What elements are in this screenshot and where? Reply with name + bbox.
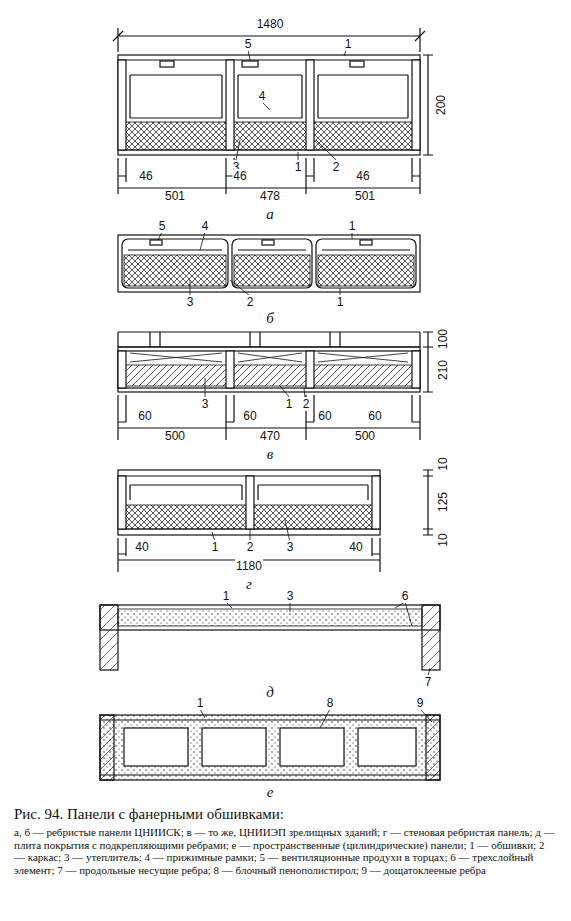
callout-number: 1 — [344, 37, 353, 51]
callout-number: 1 — [196, 696, 205, 710]
callout-number: 4 — [258, 89, 267, 103]
dimension-label: 46 — [232, 169, 247, 183]
callout-number: 4 — [201, 219, 210, 233]
variant-letter: г — [246, 576, 252, 593]
dimension-label: 1480 — [256, 17, 285, 31]
dimension-label: 46 — [355, 169, 370, 183]
dimension-label: 210 — [436, 359, 450, 381]
variant-letter: в — [267, 446, 274, 463]
panel-e — [100, 709, 440, 780]
dimension-label: 60 — [242, 409, 257, 423]
variant-letter: а — [266, 206, 274, 223]
dimension-label: 60 — [137, 409, 152, 423]
panel-v — [118, 332, 433, 440]
callout-number: 2 — [246, 295, 255, 309]
callout-number: 3 — [186, 295, 195, 309]
dimension-label: 40 — [348, 540, 363, 554]
dimension-label: 501 — [164, 189, 186, 203]
dimension-label: 1180 — [235, 559, 263, 573]
caption-key: а, б — ребристые панели ЦНИИСК; в — то ж… — [14, 826, 557, 876]
variant-letter: б — [266, 310, 274, 327]
figure-caption: Рис. 94. Панели с фанерными обшивками: — [14, 806, 554, 823]
panel-a — [113, 28, 433, 194]
variant-letter: е — [267, 784, 274, 801]
dimension-label: 60 — [367, 409, 382, 423]
variant-letter: д — [266, 684, 274, 701]
dimension-label: 200 — [434, 94, 448, 116]
callout-number: 7 — [424, 675, 433, 689]
callout-number: 3 — [286, 540, 295, 554]
dimension-label: 470 — [259, 429, 281, 443]
callout-number: 2 — [246, 540, 255, 554]
callout-number: 2 — [332, 160, 341, 174]
dimension-label: 10 — [436, 456, 450, 471]
callout-number: 1 — [294, 160, 303, 174]
dimension-label: 478 — [259, 189, 281, 203]
callout-number: 1 — [222, 589, 231, 603]
dimension-label: 500 — [354, 429, 376, 443]
callout-number: 1 — [336, 295, 345, 309]
dimension-label: 60 — [317, 409, 332, 423]
callout-number: 9 — [416, 696, 425, 710]
callout-number: 6 — [401, 589, 410, 603]
callout-number: 5 — [158, 219, 167, 233]
callout-number: 2 — [302, 397, 311, 411]
dimension-label: 125 — [436, 491, 450, 513]
dimension-label: 501 — [354, 189, 376, 203]
panel-g — [118, 470, 433, 572]
callout-number: 5 — [244, 37, 253, 51]
callout-number: 8 — [326, 696, 335, 710]
callout-number: 3 — [201, 397, 210, 411]
panel-d — [100, 602, 440, 676]
callout-number: 1 — [348, 219, 357, 233]
dimension-label: 46 — [138, 169, 153, 183]
callout-number: 1 — [285, 397, 294, 411]
dimension-label: 100 — [436, 328, 450, 350]
dimension-label: 500 — [164, 429, 186, 443]
callout-number: 3 — [286, 589, 295, 603]
dimension-label: 40 — [134, 540, 149, 554]
callout-number: 1 — [211, 540, 220, 554]
panel-b — [118, 232, 420, 296]
dimension-label: 10 — [436, 532, 450, 547]
